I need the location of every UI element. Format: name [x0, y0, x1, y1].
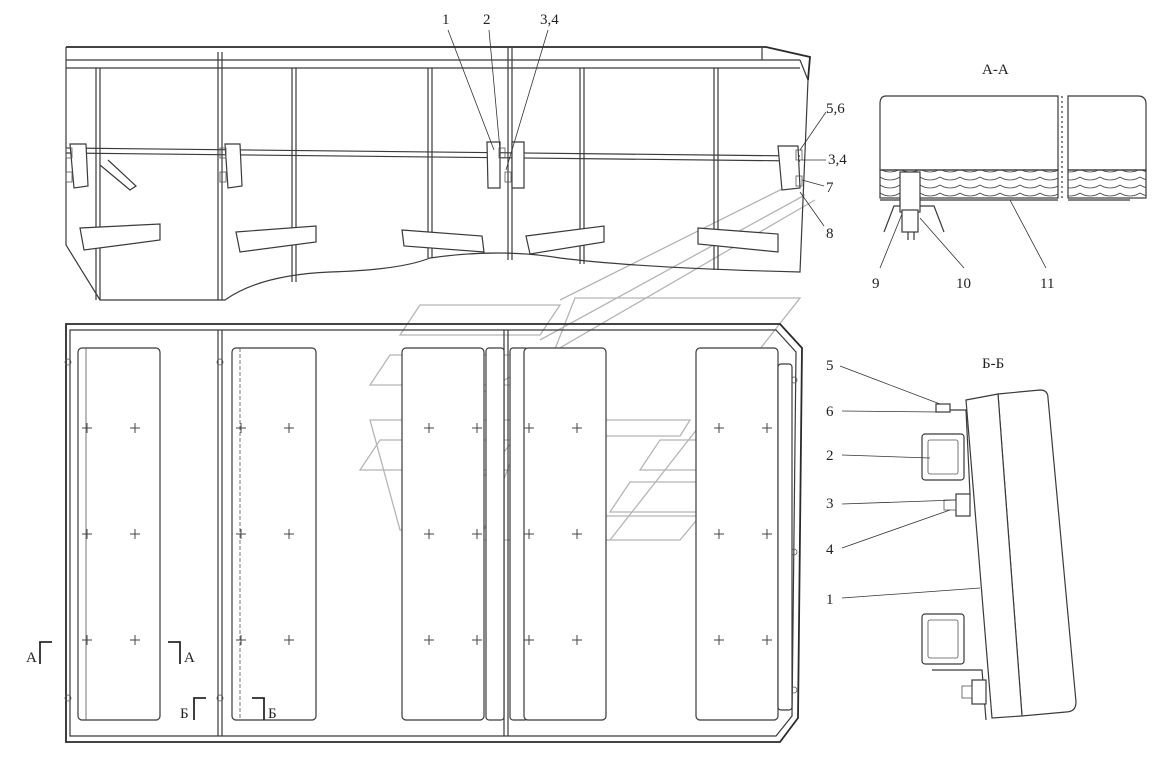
- callout-8: 8: [826, 226, 834, 242]
- section-b-b-title: Б-Б: [982, 356, 1004, 372]
- bb-callout-2: 2: [826, 448, 834, 464]
- section-mark-b-left: Б: [180, 706, 189, 722]
- aa-callout-11: 11: [1040, 276, 1054, 292]
- bb-callout-5: 5: [826, 358, 834, 374]
- section-a-a-title: А-А: [982, 62, 1009, 78]
- section-mark-b-right: Б: [268, 706, 277, 722]
- callout-3-4-top: 3,4: [540, 12, 559, 28]
- callout-3-4-right: 3,4: [828, 152, 847, 168]
- section-a-a: А-А 9 10 11: [872, 62, 1147, 292]
- plan-view-section-marks: А А Б Б: [26, 650, 277, 722]
- callout-2: 2: [483, 12, 491, 28]
- callout-7: 7: [826, 180, 834, 196]
- bb-callout-1: 1: [826, 592, 834, 608]
- section-mark-a-left: А: [26, 650, 37, 666]
- aa-callout-10: 10: [956, 276, 971, 292]
- bb-callout-4: 4: [826, 542, 834, 558]
- section-mark-a-right: А: [184, 650, 195, 666]
- plan-view: [39, 323, 803, 743]
- side-view-callouts: 1 2 3,4 5,6 3,4 7 8: [442, 12, 847, 242]
- callout-1: 1: [442, 12, 450, 28]
- aa-callout-9: 9: [872, 276, 880, 292]
- section-b-b: Б-Б 5 6 2 3 4 1: [826, 356, 1077, 721]
- bb-callout-6: 6: [826, 404, 834, 420]
- side-view: [65, 46, 811, 301]
- callout-5-6: 5,6: [826, 101, 845, 117]
- bb-callout-3: 3: [826, 496, 834, 512]
